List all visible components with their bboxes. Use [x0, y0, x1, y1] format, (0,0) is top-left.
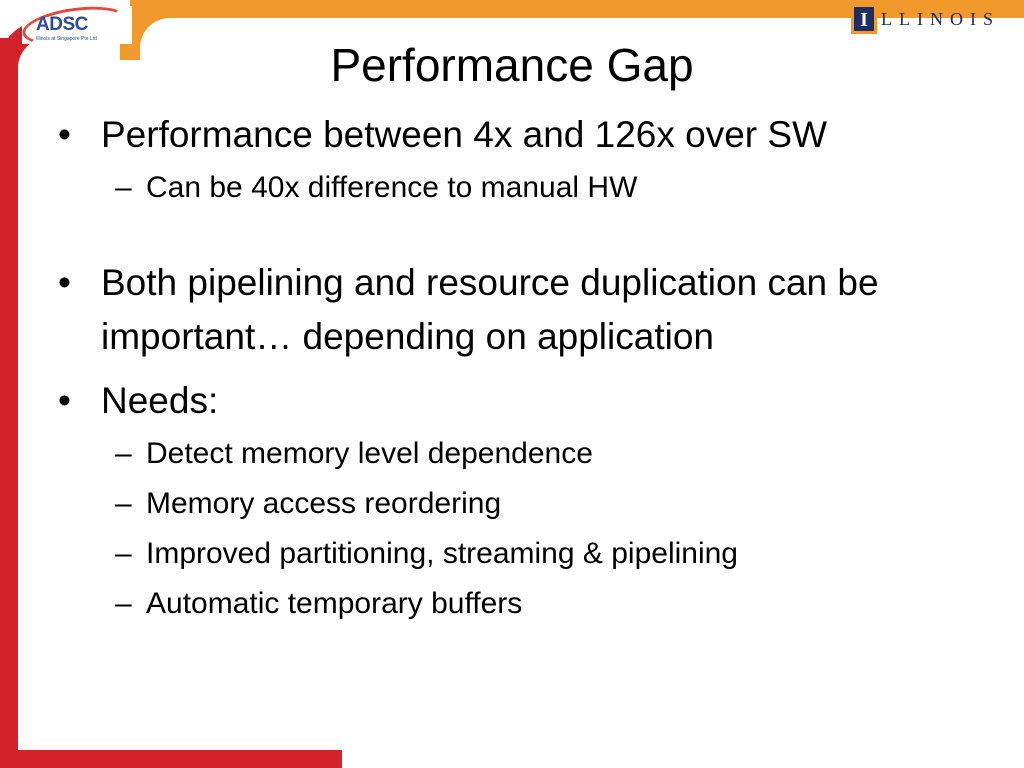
adsc-logo: ADSC Illinois at Singapore Pte Ltd — [20, 0, 132, 52]
sub-bullet-item: – Automatic temporary buffers — [58, 584, 988, 624]
sub-bullet-marker: – — [115, 587, 132, 620]
bullet-item: • Performance between 4x and 126x over S… — [58, 108, 988, 162]
left-band — [0, 38, 18, 768]
sub-bullet-text: Detect memory level dependence — [146, 437, 593, 470]
sub-bullet-text: Memory access reordering — [146, 487, 502, 520]
left-band-inner — [18, 38, 78, 98]
bullet-text: Performance between 4x and 126x over SW — [101, 114, 827, 155]
adsc-logo-tagline: Illinois at Singapore Pte Ltd — [36, 36, 97, 42]
bottom-band — [0, 750, 342, 768]
sub-bullet-marker: – — [115, 437, 132, 470]
bullet-marker: • — [58, 262, 71, 303]
sub-bullet-text: Can be 40x difference to manual HW — [146, 171, 638, 204]
top-band — [130, 0, 1024, 20]
bullet-marker: • — [58, 114, 71, 155]
bullet-text: Both pipelining and resource duplication… — [101, 262, 879, 357]
sub-bullet-item: – Detect memory level dependence — [58, 434, 988, 474]
sub-bullet-item: – Improved partitioning, streaming & pip… — [58, 534, 988, 574]
bullet-item: • Needs: — [58, 374, 988, 428]
sub-bullet-item: – Can be 40x difference to manual HW — [58, 168, 988, 208]
slide-body: • Performance between 4x and 126x over S… — [58, 108, 988, 636]
sub-bullet-marker: – — [115, 537, 132, 570]
illinois-block-letter: I — [860, 9, 868, 31]
spacer — [58, 220, 988, 256]
bullet-item: • Both pipelining and resource duplicati… — [58, 256, 988, 364]
sub-bullet-item: – Memory access reordering — [58, 484, 988, 524]
sub-bullet-text: Automatic temporary buffers — [146, 587, 523, 620]
illinois-block-i-icon: I — [851, 4, 877, 34]
sub-bullet-text: Improved partitioning, streaming & pipel… — [146, 537, 738, 570]
bullet-marker: • — [58, 380, 71, 421]
adsc-logo-word: ADSC — [36, 14, 88, 35]
bullet-text: Needs: — [101, 380, 219, 421]
sub-bullet-marker: – — [115, 487, 132, 520]
sub-bullet-marker: – — [115, 171, 132, 204]
slide-title: Performance Gap — [330, 39, 694, 91]
illinois-logo-word: LLINOIS — [881, 9, 1000, 29]
illinois-logo: I LLINOIS — [851, 4, 1024, 34]
